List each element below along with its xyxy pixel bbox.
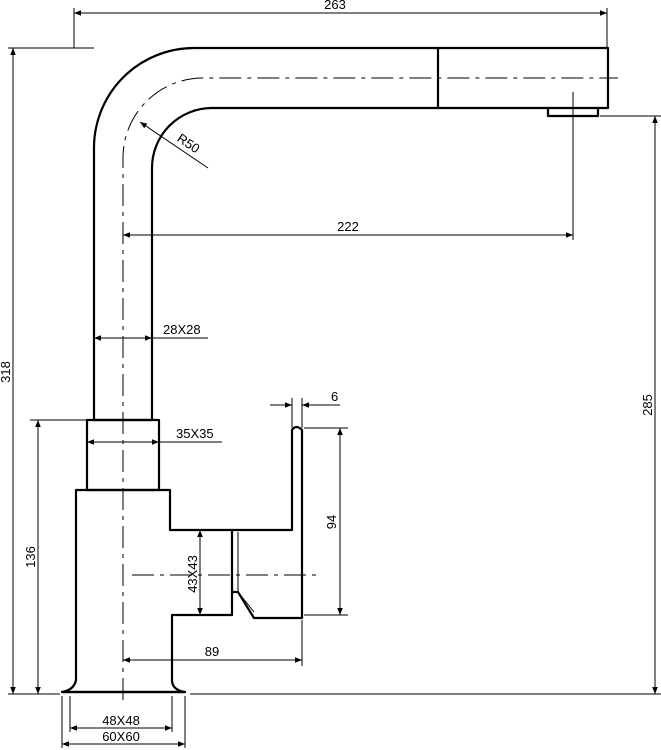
dim-base: 48X48 60X60 [61,696,186,748]
dim-136-label: 136 [23,546,38,568]
dim-222-label: 222 [337,219,359,234]
dim-r50-label: R50 [174,130,202,156]
dim-spout-reach: 222 [123,92,574,240]
dim-collar-section: 35X35 [87,426,222,445]
dim-overall-length: 263 [73,0,608,48]
dim-bend-radius: R50 [139,121,209,169]
faucet-outline [60,46,610,694]
lever-handle [230,425,304,620]
dim-28x28-label: 28X28 [163,322,201,337]
center-lines [122,77,618,700]
main-body [60,488,234,694]
dim-lever-reach: 89 [123,620,303,666]
dim-body-height: 136 [23,419,87,694]
dim-lever-thickness: 6 [270,389,340,428]
dim-lever-hub: 43X43 [185,529,232,616]
dim-60x60-label: 60X60 [102,729,140,744]
dim-263-label: 263 [324,0,346,12]
dim-lever-height: 94 [304,427,348,616]
dim-overall-height: 318 [0,47,94,695]
dim-spout-section: 28X28 [94,322,208,341]
dim-spout-height: 285 [190,115,661,695]
dim-48x48-label: 48X48 [102,713,140,728]
dim-285-label: 285 [640,394,655,416]
dim-94-label: 94 [324,515,339,529]
lever-slope-line [237,591,255,613]
spout-centerline [122,77,618,700]
dim-43x43-label: 43X43 [185,555,200,593]
spout-body [92,46,610,422]
dim-6-label: 6 [331,389,338,404]
dim-89-label: 89 [205,644,219,659]
dim-318-label: 318 [0,361,13,383]
dim-35x35-label: 35X35 [176,426,214,441]
